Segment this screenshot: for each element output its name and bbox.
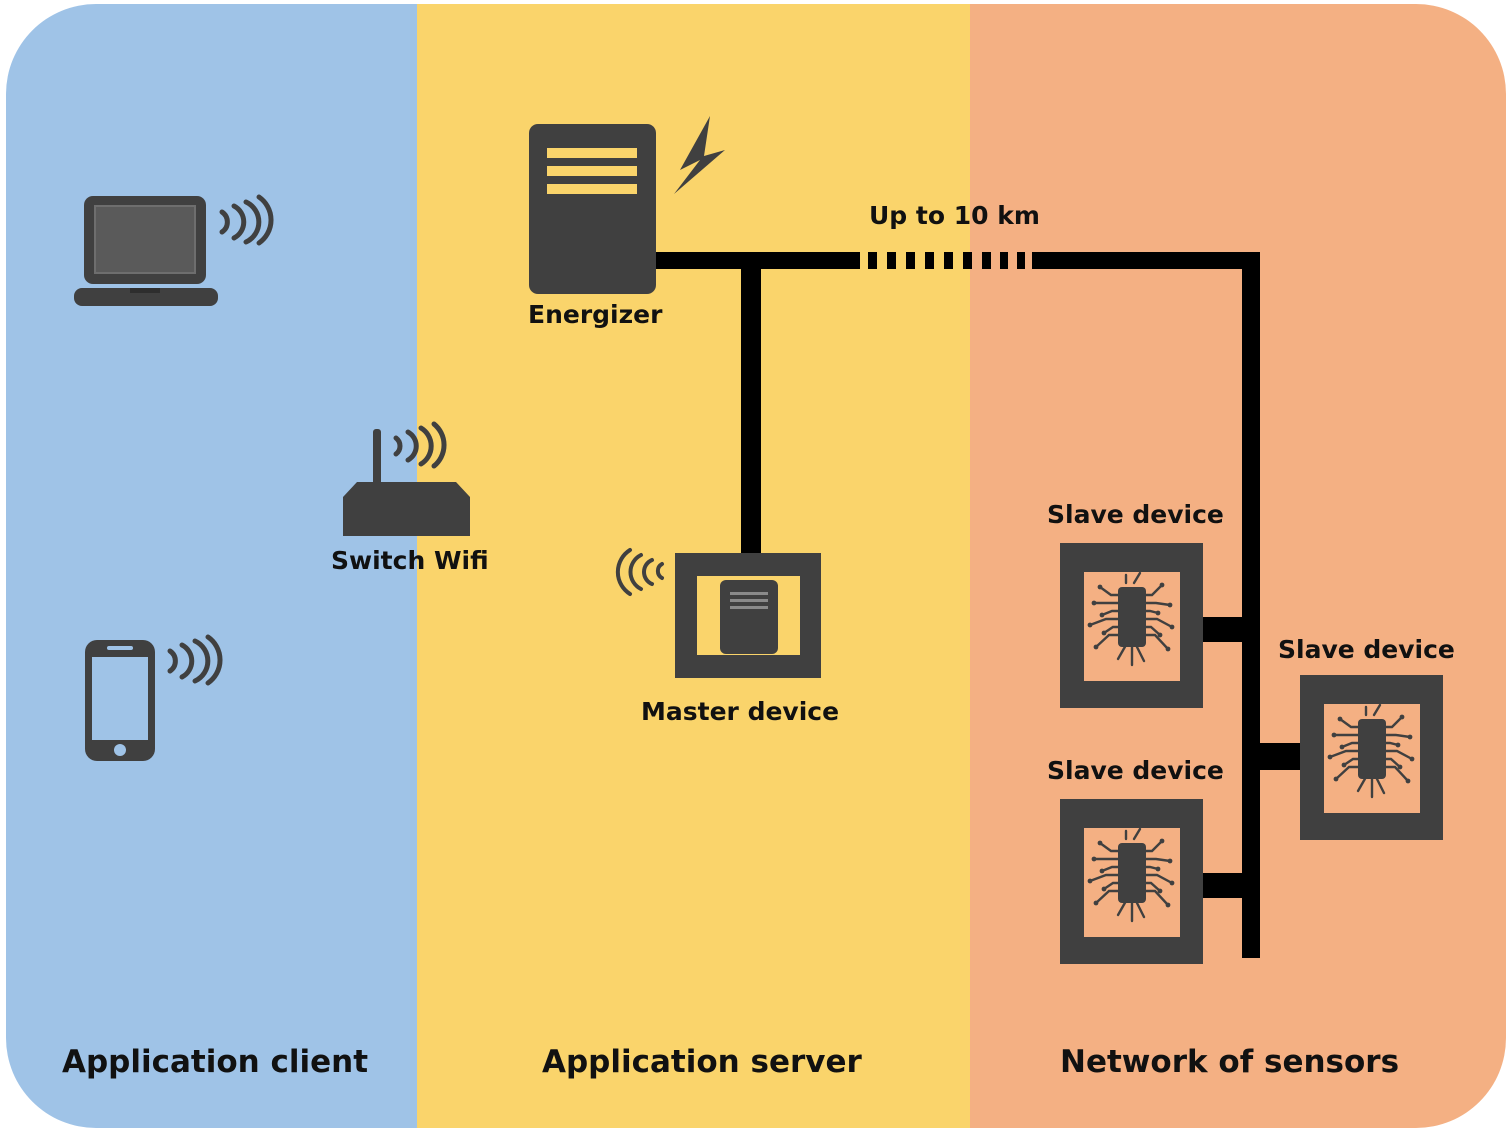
wire-energizer-out [656, 252, 860, 269]
switch-wifi-label: Switch Wifi [331, 546, 489, 575]
wifi-signal-icon [393, 421, 447, 469]
master-device-label: Master device [641, 697, 839, 726]
laptop-icon [74, 196, 218, 306]
wifi-router-icon [343, 429, 470, 536]
zone-label-network-of-sensors: Network of sensors [1060, 1044, 1399, 1080]
wire-sensor-trunk-h [1032, 252, 1260, 269]
slave-device-label: Slave device [1047, 500, 1224, 529]
smartphone-icon [85, 640, 155, 761]
zone-label-application-client: Application client [62, 1044, 368, 1080]
slave-device-label: Slave device [1278, 635, 1455, 664]
slave-device-label: Slave device [1047, 756, 1224, 785]
zone-label-application-server: Application server [542, 1044, 863, 1080]
zone-network-of-sensors [970, 4, 1506, 1128]
wire-branch-slave-3 [1202, 873, 1252, 898]
wifi-signal-icon [615, 548, 664, 596]
slave-device-icon [1300, 675, 1443, 840]
energizer-label: Energizer [528, 300, 663, 329]
server-icon [529, 124, 656, 294]
wire-dashed-segment [868, 252, 1025, 269]
slave-device-icon [1060, 799, 1203, 964]
wire-branch-slave-1 [1202, 617, 1252, 642]
wiring [656, 252, 1300, 958]
wire-to-master [741, 262, 761, 556]
wifi-signal-icon [167, 634, 223, 686]
master-device-icon [675, 553, 821, 678]
slave-device-icon [1060, 543, 1203, 708]
distance-label: Up to 10 km [869, 201, 1040, 230]
lightning-icon [674, 116, 725, 194]
wire-branch-slave-2 [1252, 743, 1300, 770]
wifi-signal-icon [219, 194, 274, 246]
zone-application-client [6, 4, 417, 1128]
wire-sensor-trunk-v [1242, 252, 1260, 958]
